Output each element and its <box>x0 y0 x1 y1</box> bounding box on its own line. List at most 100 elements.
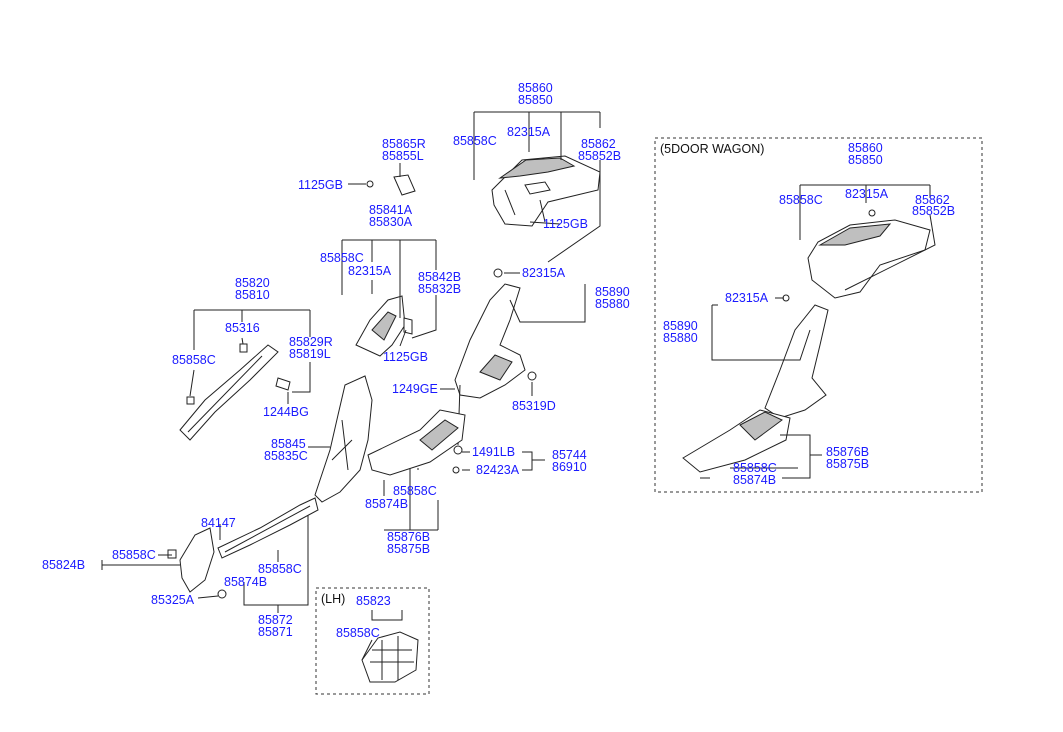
front-pillar-trim <box>179 344 279 441</box>
label-85858c-d: 85858C <box>393 484 437 498</box>
label-85858c-e: 85858C <box>112 548 156 562</box>
part-number-labels: 85860 85850 85858C 82315A 85862 85852B 1… <box>42 81 955 640</box>
clip-84147 <box>167 549 177 559</box>
label-85858c-f: 85858C <box>258 562 302 576</box>
label-85824b: 85824B <box>42 558 85 572</box>
front-scuff-plate <box>217 497 319 559</box>
wagon-lower-pillar-trim <box>764 304 829 419</box>
screw-85325a <box>217 589 227 599</box>
label-1125gb-b: 1125GB <box>298 178 343 192</box>
wagon-label-85890: 85890 <box>663 319 698 333</box>
label-85835c: 85835C <box>264 449 308 463</box>
label-85820: 85820 <box>235 276 270 290</box>
clip-82423a <box>452 466 460 474</box>
center-pillar-lower-trim-ribs <box>331 419 353 471</box>
wagon-label-85860: 85860 <box>848 141 883 155</box>
wagon-label-85874b: 85874B <box>733 473 776 487</box>
label-85874b-a: 85874B <box>365 497 408 511</box>
wagon-label-85862: 85862 <box>915 193 950 207</box>
rear-pillar-upper-trim-window <box>524 181 551 195</box>
wagon-label-82315a-b: 82315A <box>725 291 769 305</box>
label-85810: 85810 <box>235 288 270 302</box>
rear-pillar-upper-trim-shade <box>498 157 576 179</box>
wagon-scuff-plate-shade <box>739 411 783 441</box>
rear-pillar-lower-trim <box>454 283 526 399</box>
wagon-clip-82315a-a <box>868 209 876 217</box>
label-82423a: 82423A <box>476 463 520 477</box>
label-85829r: 85829R <box>289 335 333 349</box>
center-pillar-upper-trim-shade <box>371 311 397 341</box>
label-85319d: 85319D <box>512 399 556 413</box>
clip-1491lb <box>453 445 463 455</box>
rear-scuff-plate-shade <box>419 419 459 451</box>
lh-box-title: (LH) <box>321 592 345 606</box>
label-82315a-a: 82315A <box>507 125 551 139</box>
label-85872: 85872 <box>258 613 293 627</box>
label-84147: 84147 <box>201 516 236 530</box>
lh-bracket-grid <box>370 636 414 680</box>
wagon-label-85852b: 85852B <box>912 204 955 218</box>
wagon-label-85858c-b: 85858C <box>733 461 777 475</box>
wagon-label-85876b: 85876B <box>826 445 869 459</box>
rear-pillar-upper-trim-ribs <box>504 189 546 223</box>
wagon-label-85858c-a: 85858C <box>779 193 823 207</box>
grommet-1244bg <box>275 377 291 391</box>
screw-1125gb-b <box>366 180 374 188</box>
lh-box <box>315 587 430 695</box>
label-85858c-a: 85858C <box>453 134 497 148</box>
screw-85319d <box>527 371 537 381</box>
wagon-label-85880: 85880 <box>663 331 698 345</box>
label-85852b: 85852B <box>578 149 621 163</box>
lh-bracket <box>361 631 419 683</box>
front-pillar-trim-edge <box>187 355 263 433</box>
label-85875b-a: 85875B <box>387 542 430 556</box>
label-1125gb-a: 1125GB <box>543 217 588 231</box>
label-1249ge: 1249GE <box>392 382 438 396</box>
label-85316: 85316 <box>225 321 260 335</box>
wagon-box-title: (5DOOR WAGON) <box>660 142 764 156</box>
label-1125gb-c: 1125GB <box>383 350 428 364</box>
clip-85858c-c <box>186 396 195 405</box>
label-85890: 85890 <box>595 285 630 299</box>
label-85871: 85871 <box>258 625 293 639</box>
bracket-85865 <box>393 174 416 196</box>
clip-85316 <box>239 343 248 353</box>
label-85858c-g: 85858C <box>336 626 380 640</box>
label-85880: 85880 <box>595 297 630 311</box>
label-82315a-c: 82315A <box>522 266 566 280</box>
label-85842b: 85842B <box>418 270 461 284</box>
label-1244bg: 1244BG <box>263 405 309 419</box>
wagon-label-82315a-a: 82315A <box>845 187 889 201</box>
label-85832b: 85832B <box>418 282 461 296</box>
label-85841a: 85841A <box>369 203 413 217</box>
wagon-box <box>654 137 983 493</box>
label-85862: 85862 <box>581 137 616 151</box>
label-85874b-b: 85874B <box>224 575 267 589</box>
clip-82315a-c <box>493 268 503 278</box>
label-86910: 86910 <box>552 460 587 474</box>
kick-panel <box>179 527 215 593</box>
leader-lines <box>101 111 936 661</box>
label-85858c-b: 85858C <box>320 251 364 265</box>
label-85830a: 85830A <box>369 215 413 229</box>
label-85865r: 85865R <box>382 137 426 151</box>
label-85744: 85744 <box>552 448 587 462</box>
label-82315a-b: 82315A <box>348 264 392 278</box>
label-85823: 85823 <box>356 594 391 608</box>
label-85876b-a: 85876B <box>387 530 430 544</box>
wagon-upper-trim-shade <box>818 223 892 246</box>
label-85860: 85860 <box>518 81 553 95</box>
rear-scuff-plate <box>367 409 466 476</box>
label-1491lb: 1491LB <box>472 445 515 459</box>
label-85325a: 85325A <box>151 593 195 607</box>
center-pillar-lower-trim <box>314 375 373 503</box>
label-85850: 85850 <box>518 93 553 107</box>
wagon-label-85875b: 85875B <box>826 457 869 471</box>
front-scuff-plate-edge <box>224 505 311 553</box>
label-85819l: 85819L <box>289 347 331 361</box>
rear-pillar-lower-trim-shade <box>479 354 513 381</box>
label-85858c-c: 85858C <box>172 353 216 367</box>
label-85845: 85845 <box>271 437 306 451</box>
